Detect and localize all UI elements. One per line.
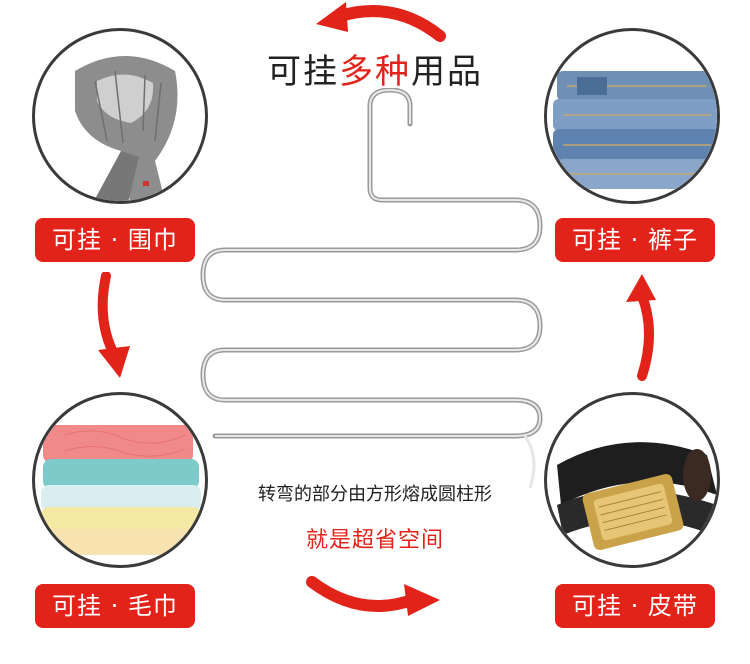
label-belt: 可挂 · 皮带 (555, 584, 715, 628)
towels-image (32, 392, 208, 568)
label-towel: 可挂 · 毛巾 (35, 584, 195, 628)
hanger-illustration (200, 88, 543, 489)
curved-arrow-icon (306, 576, 440, 616)
label-pants: 可挂 · 裤子 (555, 218, 715, 262)
arrow-up-icon (626, 274, 656, 381)
jeans-image (544, 28, 720, 204)
caption-line-1: 转弯的部分由方形熔成圆柱形 (258, 484, 492, 505)
curved-arrow-icon (316, 2, 446, 42)
arrow-down-icon (97, 272, 130, 378)
headline-suffix: 用品 (411, 52, 483, 92)
belt-image (544, 392, 720, 568)
scarf-image (32, 28, 208, 204)
caption-line-2: 就是超省空间 (305, 528, 444, 553)
label-scarf: 可挂 · 围巾 (35, 218, 195, 262)
headline: 可挂多种用品 (0, 44, 750, 93)
headline-highlight: 多种 (339, 52, 411, 92)
headline-prefix: 可挂 (267, 52, 339, 92)
